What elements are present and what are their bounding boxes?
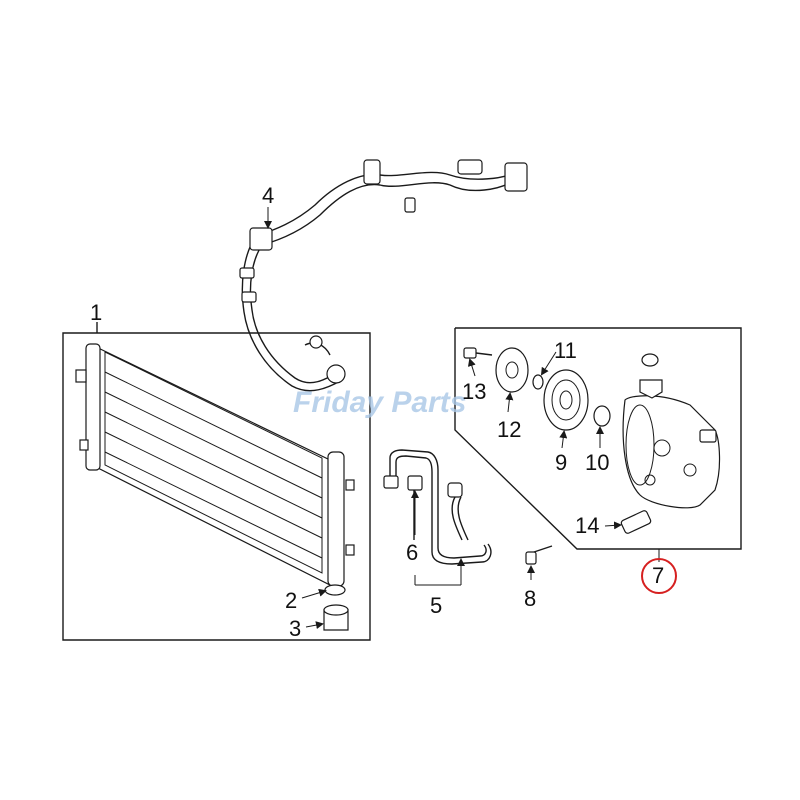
pulley: [543, 369, 589, 431]
condenser-group: [62, 322, 371, 641]
clutch-plate: [495, 347, 529, 393]
callout-5: 5: [430, 593, 442, 618]
leader-lines: [264, 207, 622, 630]
drier-plug: [324, 584, 346, 596]
bolt-8: [525, 545, 553, 580]
callout-6: 6: [406, 540, 418, 565]
compressor-body: [622, 395, 721, 509]
condenser-frame: [62, 332, 371, 641]
callout-12: 12: [497, 417, 521, 442]
callout-14: 14: [575, 513, 599, 538]
callout-1: 1: [90, 300, 102, 325]
callout-11: 11: [554, 338, 577, 363]
callout-8: 8: [524, 586, 536, 611]
callouts: 1 2 3 4 5 6 7 8 9 10 11 12 13 14: [90, 183, 664, 641]
highlight-circle: [641, 558, 677, 594]
callout-3: 3: [289, 616, 301, 641]
callout-9: 9: [555, 450, 567, 475]
callout-4: 4: [262, 183, 274, 208]
watermark-text: Friday Parts: [293, 386, 466, 419]
callout-7: 7: [652, 563, 664, 588]
callout-10: 10: [585, 450, 609, 475]
callout-13: 13: [462, 379, 486, 404]
discharge-lines: [383, 449, 492, 586]
suction-hose: [239, 159, 528, 392]
callout-2: 2: [285, 588, 297, 613]
compressor-group: [454, 327, 742, 562]
receiver-drier: [327, 451, 345, 587]
